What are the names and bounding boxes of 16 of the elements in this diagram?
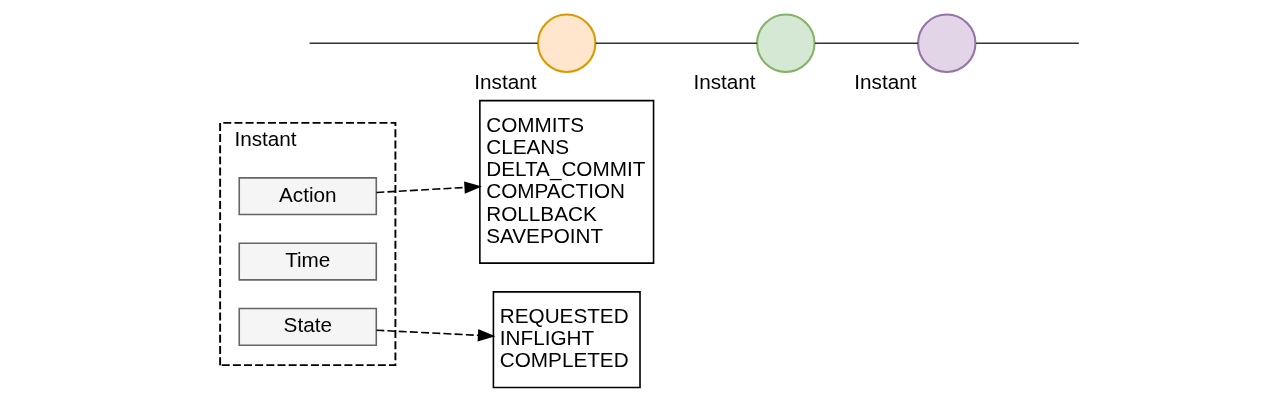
node-circle	[537, 13, 597, 73]
node-box: Action	[238, 177, 378, 216]
arrow	[375, 329, 496, 342]
connector	[814, 42, 919, 45]
node-box: REQUESTED INFLIGHT COMPLETED	[492, 291, 641, 389]
node-box: Time	[238, 242, 378, 281]
node-circle	[917, 13, 977, 73]
node-label: Instant	[693, 69, 756, 93]
connector	[594, 42, 758, 45]
node-box: State	[238, 307, 378, 346]
node-label: Instant	[854, 69, 917, 93]
connector	[975, 42, 1080, 45]
node-circle	[756, 13, 816, 73]
connector	[308, 42, 539, 45]
node-box: COMMITS CLEANS DELTA_COMMIT COMPACTION ROLLBACK SAVEPOINT	[479, 99, 655, 264]
node-label: Instant	[474, 69, 537, 93]
